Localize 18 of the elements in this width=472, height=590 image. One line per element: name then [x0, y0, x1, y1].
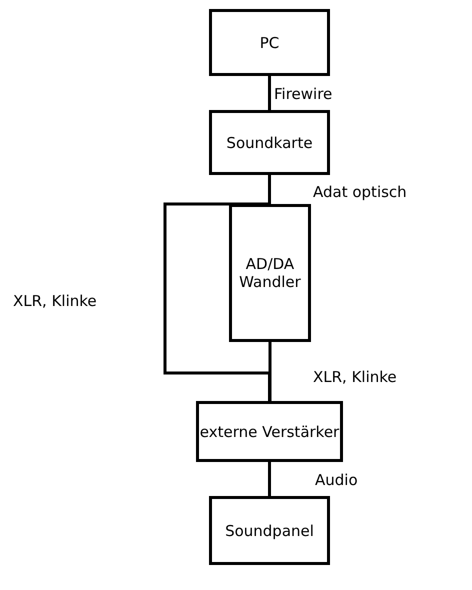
- connector-line: [268, 342, 272, 401]
- edge-label: Firewire: [274, 85, 332, 103]
- process-box: [209, 9, 330, 76]
- process-box: [196, 401, 343, 462]
- box-label: externe Verstärker: [200, 422, 340, 440]
- box-label: PC: [260, 34, 280, 52]
- process-box: [229, 204, 311, 342]
- edge-label: XLR, Klinke: [13, 292, 97, 310]
- edge-label: XLR, Klinke: [313, 368, 397, 386]
- edge-label: Audio: [315, 471, 358, 489]
- box-label: Soundkarte: [226, 134, 313, 152]
- edge-label: Adat optisch: [313, 183, 407, 201]
- process-box: [209, 110, 330, 175]
- process-box: [209, 496, 330, 565]
- box-label: Soundpanel: [225, 522, 314, 540]
- connector-line: [268, 76, 271, 110]
- connector-line: [268, 462, 271, 496]
- box-label: AD/DA Wandler: [239, 255, 301, 291]
